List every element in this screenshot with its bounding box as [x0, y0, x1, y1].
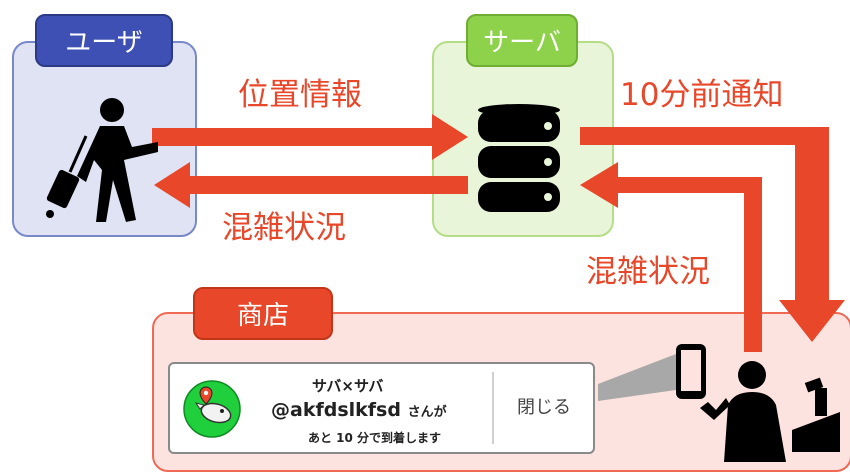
arrow-congestion-to-server — [580, 162, 762, 352]
shopkeeper-with-phone-icon — [676, 344, 786, 462]
user-tag: ユーザ — [35, 14, 173, 67]
cash-register-icon — [792, 377, 840, 452]
server-tag: サーバ — [466, 14, 578, 67]
notification-handle: @akfdslkfsd さんが — [271, 399, 447, 421]
label-congestion-server: 混雑状況 — [586, 254, 710, 290]
handle-suffix: さんが — [407, 405, 447, 420]
label-congestion-user: 混雑状況 — [222, 210, 346, 246]
eta-text: あと 10 分で到着します — [308, 431, 442, 445]
arrow-location — [152, 114, 468, 160]
traveler-with-suitcase-icon — [46, 98, 158, 222]
user-handle: @akfdslkfsd — [271, 399, 401, 421]
arrow-congestion-to-user — [154, 162, 468, 208]
notification-divider — [492, 372, 494, 444]
notification-popup: サバ×サバ @akfdslkfsd さんが あと 10 分で到着します 閉じる — [168, 362, 595, 454]
app-title: サバ×サバ — [312, 377, 384, 395]
phone-callout — [598, 354, 676, 401]
app-avatar-icon — [183, 380, 241, 438]
shop-tag: 商店 — [193, 287, 333, 340]
arrow-notice — [580, 127, 845, 342]
label-location: 位置情報 — [238, 77, 362, 113]
close-button[interactable]: 閉じる — [517, 397, 571, 418]
label-notice: 10分前通知 — [620, 77, 784, 113]
database-icon — [478, 104, 560, 212]
